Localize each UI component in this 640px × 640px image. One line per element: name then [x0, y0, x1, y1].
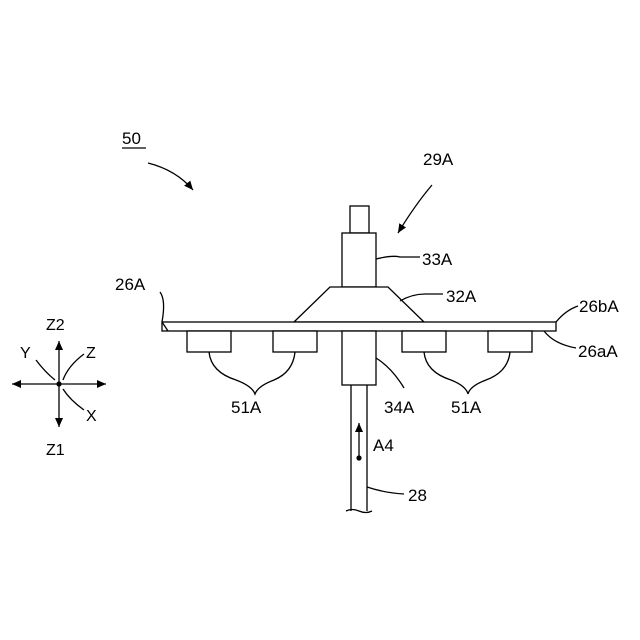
- leader-26bA: [556, 306, 578, 322]
- label-34A: 34A: [384, 398, 415, 417]
- leader-26A: [160, 292, 164, 322]
- figure-number: 50: [122, 129, 141, 148]
- label-A4: A4: [373, 436, 394, 455]
- label-33A: 33A: [422, 250, 453, 269]
- label-28: 28: [408, 486, 427, 505]
- leader-32A: [400, 294, 443, 301]
- figure-arrow: [148, 163, 193, 190]
- shaft-break-line: [346, 510, 372, 513]
- upper-shaft-33A: [342, 233, 376, 287]
- leader-26aA: [544, 331, 576, 348]
- conical-hub-32A: [294, 287, 424, 322]
- label-26A: 26A: [115, 275, 146, 294]
- leader-33A: [376, 256, 420, 259]
- label-51A-left: 51A: [231, 398, 262, 417]
- block-51A-4: [488, 331, 532, 352]
- plate-26A: [162, 322, 556, 331]
- block-51A-3: [402, 331, 446, 352]
- label-26bA: 26bA: [579, 297, 619, 316]
- coordinate-axes: Z2 Z1 Y Z X: [12, 317, 106, 459]
- assembly-arrow: [398, 185, 432, 233]
- brace-51A-right: [424, 352, 510, 394]
- leader-34A: [376, 358, 404, 388]
- leader-28: [367, 487, 404, 494]
- label-29A: 29A: [423, 150, 454, 169]
- label-32A: 32A: [446, 287, 477, 306]
- axis-x-leader: [63, 389, 84, 410]
- label-51A-right: 51A: [451, 398, 482, 417]
- axis-label-z2: Z2: [46, 317, 65, 334]
- block-51A-1: [187, 331, 231, 352]
- block-51A-2: [273, 331, 317, 352]
- lower-shaft-34A: [342, 331, 376, 385]
- label-26aA: 26aA: [578, 342, 618, 361]
- axis-z-leader: [63, 354, 84, 380]
- shaft-top-cap: [350, 206, 369, 233]
- axis-label-y: Y: [20, 345, 31, 362]
- brace-51A-left: [209, 352, 295, 394]
- axis-label-x: X: [86, 408, 97, 425]
- axis-label-z: Z: [86, 345, 96, 362]
- axis-y-leader: [36, 360, 55, 380]
- axis-origin-dot: [56, 381, 61, 386]
- axis-label-z1: Z1: [46, 442, 65, 459]
